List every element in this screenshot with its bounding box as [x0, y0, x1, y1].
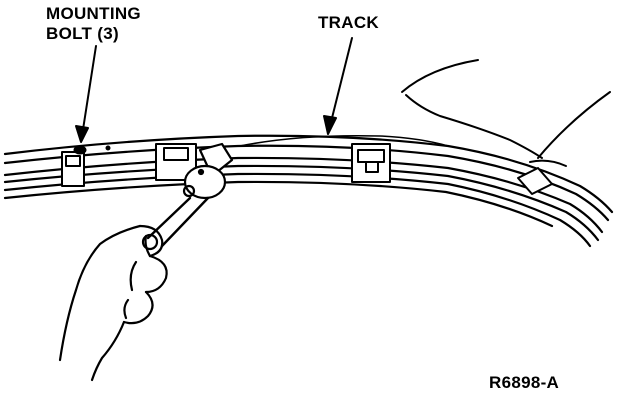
mounting-bolt-label-line2: BOLT (3)	[46, 24, 119, 43]
track-clip-icon	[61, 151, 85, 187]
mounting-bolt-label-line1: MOUNTING	[46, 4, 141, 23]
mounting-bolt-arrow	[75, 45, 97, 143]
track-clip-icon	[517, 167, 553, 195]
window-outline	[401, 59, 611, 167]
ratchet-wrench-icon	[146, 142, 234, 248]
hand-icon	[58, 224, 168, 382]
mounting-bolt-icon	[105, 145, 111, 151]
mounting-bolt-icon	[73, 145, 87, 155]
track-top	[239, 134, 449, 147]
track-arrow	[323, 37, 353, 135]
track-rails	[3, 134, 614, 248]
figure-code: R6898-A	[489, 373, 560, 392]
track-clip-icon	[351, 143, 391, 183]
mounting-bolt-label: MOUNTING BOLT (3)	[46, 4, 141, 44]
track-label: TRACK	[318, 13, 379, 32]
